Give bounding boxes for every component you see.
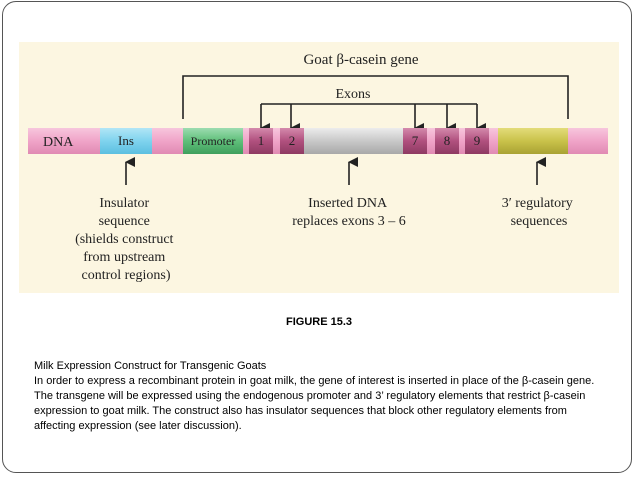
regulatory-line-2: sequences [511, 214, 568, 229]
insulator-annotation: Insulator sequence (shields construct fr… [75, 196, 177, 283]
exon9-segment [465, 128, 489, 154]
exon2-label: 2 [289, 133, 296, 148]
figure-panel: Goat β-casein gene Exons DNA Ins Promote… [19, 42, 619, 293]
caption-title: Milk Expression Construct for Transgenic… [34, 360, 267, 372]
spacer-pink-a [243, 128, 249, 154]
exon1-segment [249, 128, 273, 154]
insulator-line-3: (shields construct [75, 232, 173, 247]
exon8-label: 8 [444, 133, 451, 148]
insulator-line-5: control regions) [81, 268, 170, 283]
exon8-segment [435, 128, 459, 154]
inserted-dna-line-2: replaces exons 3 – 6 [292, 214, 406, 229]
insulator-line-4: from upstream [83, 250, 165, 265]
spacer-pink-b [273, 128, 280, 154]
inserted-dna-line-1: Inserted DNA [308, 196, 388, 211]
promoter-label: Promoter [191, 134, 236, 148]
gene-bracket [182, 75, 569, 119]
exon1-label: 1 [258, 133, 265, 148]
regulatory-line-1: 3′ regulatory [502, 196, 573, 211]
insulator-line-1: Insulator [99, 196, 149, 211]
dna-segment-right [568, 128, 608, 154]
ins-label: Ins [118, 133, 134, 148]
insulator-line-2: sequence [99, 214, 150, 229]
promoter-segment [183, 128, 243, 154]
regulatory-segment [498, 128, 568, 154]
exon7-segment [403, 128, 427, 154]
inserted-dna-segment [304, 128, 403, 154]
dna-segment-mid [152, 128, 183, 154]
exon7-label: 7 [412, 133, 419, 148]
figure-label: FIGURE 15.3 [285, 316, 353, 328]
spacer-pink-e [489, 128, 498, 154]
insulator-segment [100, 128, 152, 154]
dna-label: DNA [43, 135, 74, 150]
inserted-dna-annotation: Inserted DNA replaces exons 3 – 6 [292, 196, 406, 229]
regulatory-annotation: 3′ regulatory sequences [502, 196, 577, 229]
exon9-label: 9 [474, 133, 481, 148]
caption-body: In order to express a recombinant protei… [34, 375, 595, 432]
exons-label: Exons [336, 87, 371, 102]
construct-diagram: Goat β-casein gene Exons DNA Ins Promote… [28, 52, 608, 283]
gene-label: Goat β-casein gene [303, 52, 418, 68]
exon2-segment [280, 128, 304, 154]
spacer-pink-c [427, 128, 435, 154]
spacer-pink-d [459, 128, 465, 154]
dna-segment-left [28, 128, 100, 154]
